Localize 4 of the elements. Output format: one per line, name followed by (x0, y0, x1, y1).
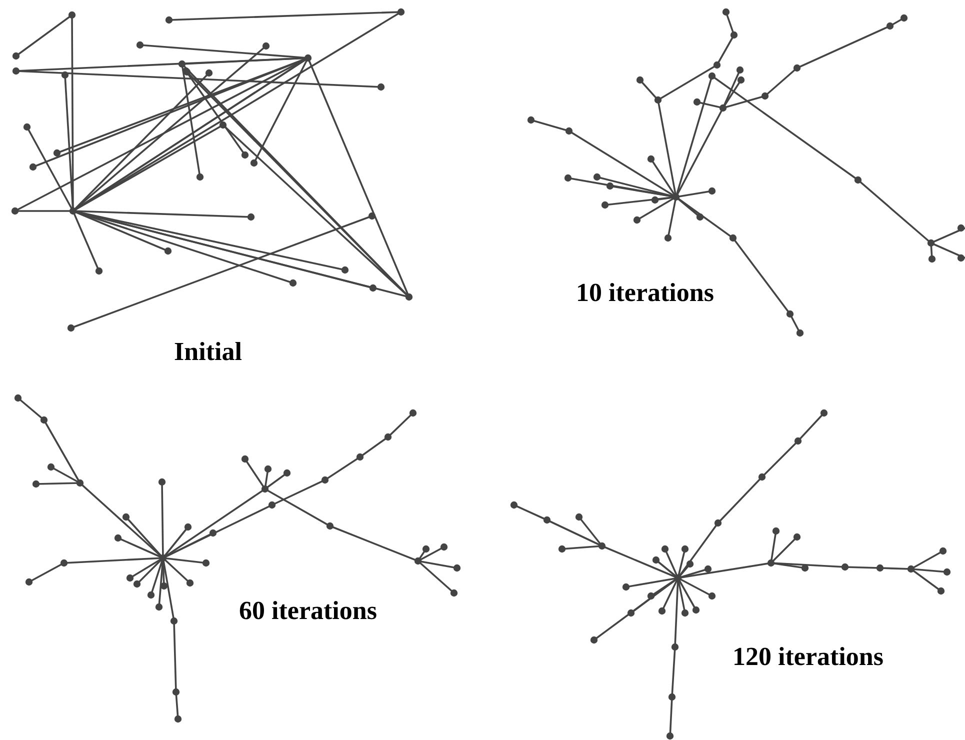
panel-caption: 10 iterations (576, 278, 714, 308)
panel-caption: 60 iterations (239, 596, 377, 626)
panel-caption: Initial (174, 337, 242, 367)
panel-caption: 120 iterations (732, 642, 884, 672)
